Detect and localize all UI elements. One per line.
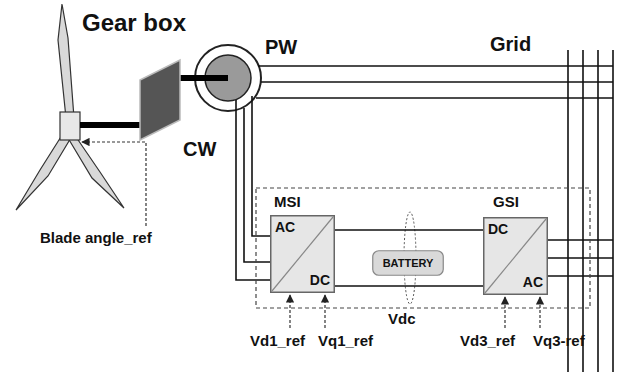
dc-link-wire: [335, 285, 483, 287]
shaft: [178, 75, 228, 81]
nacelle: [60, 112, 80, 140]
blade: [16, 132, 72, 210]
shaft: [178, 75, 228, 81]
gsi-wires: [548, 240, 613, 276]
dc-side: DC: [488, 222, 508, 237]
converter-name: GSI: [493, 194, 519, 211]
battery-label: BATTERY: [383, 257, 434, 269]
signal-name: Blade angle_ref: [40, 230, 152, 247]
gear-box: Gear box: [140, 60, 180, 140]
signal-name: Vdc: [388, 311, 416, 328]
grid-label: Grid: [490, 33, 531, 55]
signal-name: Vd1_ref: [250, 333, 305, 350]
battery-body: [373, 251, 444, 276]
converter-box: GSIDCAC: [483, 217, 548, 295]
signal-name: Vq1_ref: [318, 333, 373, 350]
blade: [58, 4, 74, 118]
converter-enclosure: [256, 188, 590, 308]
shaft: [80, 122, 146, 128]
pw-wires: [256, 66, 613, 98]
converter-body: [271, 216, 335, 293]
signal-name: Vd3_ref: [460, 333, 515, 350]
signal-name: Vq3-ref: [533, 333, 585, 350]
winding-label: CW: [183, 138, 216, 160]
dc-side: DC: [310, 273, 330, 288]
converter-diagonal: [272, 217, 333, 291]
converter-box: MSIACDC: [270, 215, 335, 293]
battery-box: BATTERY: [372, 250, 444, 276]
blade: [68, 134, 124, 208]
gearbox-label: Gear box: [82, 10, 186, 36]
gear-box-outline: [140, 60, 180, 140]
winding-label: PW: [265, 36, 297, 58]
converter-diagonal: [485, 219, 546, 293]
converter-name: MSI: [274, 194, 301, 211]
ac-side: AC: [523, 275, 543, 290]
converter-body: [484, 218, 548, 295]
dc-link-wire: [335, 229, 483, 231]
ac-side: AC: [275, 220, 295, 235]
gear-box-body: [140, 60, 180, 140]
